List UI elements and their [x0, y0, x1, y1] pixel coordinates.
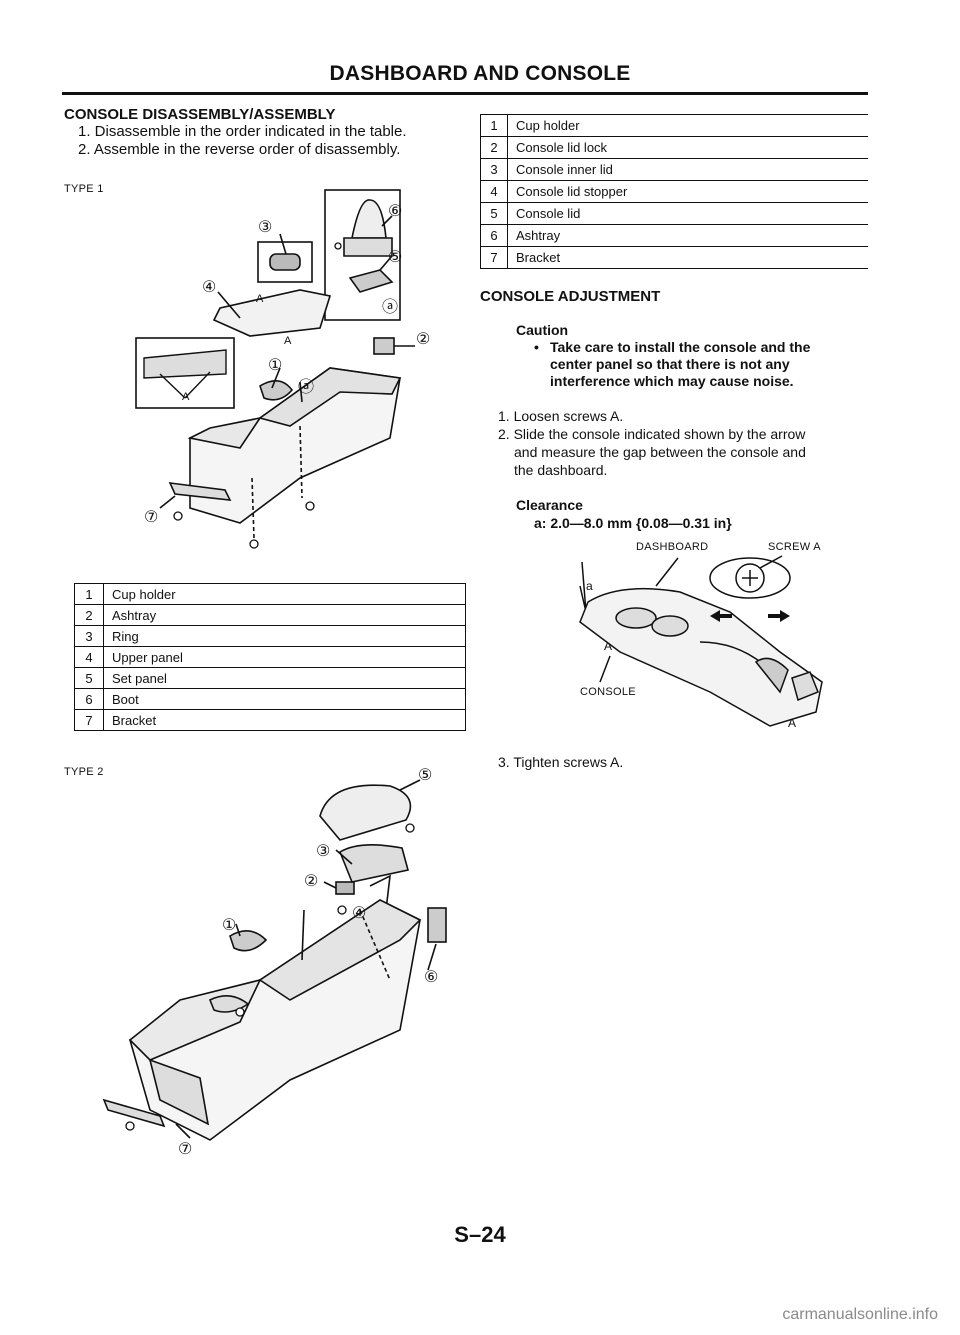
- part-name: Console inner lid: [507, 158, 868, 181]
- type2-exploded-diagram: ⑤ ③ ② ④ ① ⑥ ⑦: [102, 767, 447, 1158]
- callout-4: ④: [352, 905, 366, 922]
- adjust-step-2-cont: and measure the gap between the console …: [514, 444, 806, 460]
- caution-title: Caution: [516, 322, 569, 338]
- callout-1: ①: [268, 357, 282, 374]
- part-num: 4: [480, 180, 508, 203]
- arrow-left-icon: [710, 610, 732, 622]
- part-num: 3: [74, 625, 104, 647]
- fig-label-a-2: A: [604, 639, 613, 653]
- callout-4: ④: [202, 279, 216, 296]
- callout-6: ⑥: [424, 969, 438, 986]
- console-adjustment-diagram: [579, 555, 823, 727]
- callout-1: ①: [222, 917, 236, 934]
- callout-a-inset: ⓐ: [382, 298, 398, 316]
- callout-2: ②: [416, 331, 430, 348]
- part-num: 2: [74, 604, 104, 626]
- adjust-step-2-end: the dashboard.: [514, 462, 608, 478]
- callout-5: ⑤: [418, 767, 432, 784]
- fig-label-gap: a: [586, 579, 593, 593]
- part-num: 7: [74, 709, 104, 731]
- disassembly-title: CONSOLE DISASSEMBLY/ASSEMBLY: [64, 106, 336, 123]
- part-name: Cup holder: [507, 114, 868, 137]
- type2-label: TYPE 2: [64, 766, 104, 778]
- adjust-step-2: 2. Slide the console indicated shown by …: [498, 426, 806, 442]
- part-name: Set panel: [103, 667, 466, 689]
- watermark-text[interactable]: carmanualsonline.info: [782, 1306, 938, 1323]
- detail-a-inset-box: [135, 337, 235, 409]
- part-num: 3: [480, 158, 508, 181]
- arrow-right-icon: [768, 610, 790, 622]
- callout-3: ③: [316, 843, 330, 860]
- callout-5: ⑤: [388, 249, 402, 266]
- part-name: Ring: [103, 625, 466, 647]
- part-name: Ashtray: [507, 224, 868, 247]
- adjustment-title: CONSOLE ADJUSTMENT: [480, 288, 661, 305]
- caution-line-2: center panel so that there is not any: [550, 356, 790, 372]
- page-header-title: DASHBOARD AND CONSOLE: [329, 62, 631, 85]
- caution-bullet: •: [534, 339, 539, 355]
- label-a-lower: A: [284, 335, 292, 347]
- adjust-step-3: 3. Tighten screws A.: [498, 754, 624, 770]
- part-num: 7: [480, 246, 508, 269]
- label-a-inset: A: [182, 391, 190, 403]
- clearance-value: a: 2.0—8.0 mm {0.08—0.31 in}: [534, 515, 732, 531]
- fig-label-dashboard: DASHBOARD: [636, 541, 709, 553]
- part-name: Bracket: [507, 246, 868, 269]
- caution-line-3: interference which may cause noise.: [550, 373, 794, 389]
- callout-a: ⓐ: [298, 378, 314, 396]
- part-name: Console lid stopper: [507, 180, 868, 203]
- fig-label-a-4: A: [788, 716, 797, 730]
- type1-exploded-diagram: ③ ⑥ ⑤ ⓐ ④ ② ① ⓐ ⑦ A A A: [135, 189, 430, 549]
- part-num: 5: [480, 202, 508, 225]
- label-a-upper: A: [256, 293, 264, 305]
- disassembly-step-1: 1. Disassemble in the order indicated in…: [78, 123, 407, 140]
- caution-line-1: Take care to install the console and the: [550, 339, 811, 355]
- part-name: Cup holder: [103, 583, 466, 605]
- disassembly-step-2: 2. Assemble in the reverse order of disa…: [78, 141, 401, 158]
- callout-3: ③: [258, 219, 272, 236]
- header-rule: [62, 92, 868, 95]
- page-number: S–24: [454, 1222, 506, 1247]
- slide-direction-arrows: [710, 610, 790, 622]
- callout-2: ②: [304, 873, 318, 890]
- type1-label: TYPE 1: [64, 183, 104, 195]
- boot-inset-box: [324, 189, 401, 321]
- part-name: Bracket: [103, 709, 466, 731]
- fig-label-console: CONSOLE: [580, 686, 636, 698]
- part-num: 6: [480, 224, 508, 247]
- part-num: 4: [74, 646, 104, 668]
- callout-7: ⑦: [144, 509, 158, 526]
- part-num: 5: [74, 667, 104, 689]
- callout-6: ⑥: [388, 203, 402, 220]
- callout-7: ⑦: [178, 1141, 192, 1158]
- part-num: 1: [74, 583, 104, 605]
- part-name: Console lid lock: [507, 136, 868, 159]
- part-num: 2: [480, 136, 508, 159]
- clearance-title: Clearance: [516, 497, 583, 513]
- part-name: Ashtray: [103, 604, 466, 626]
- fig-label-screw: SCREW A: [768, 541, 821, 553]
- adjust-step-1: 1. Loosen screws A.: [498, 408, 624, 424]
- part-name: Boot: [103, 688, 466, 710]
- part-num: 6: [74, 688, 104, 710]
- part-name: Upper panel: [103, 646, 466, 668]
- part-num: 1: [480, 114, 508, 137]
- part-name: Console lid: [507, 202, 868, 225]
